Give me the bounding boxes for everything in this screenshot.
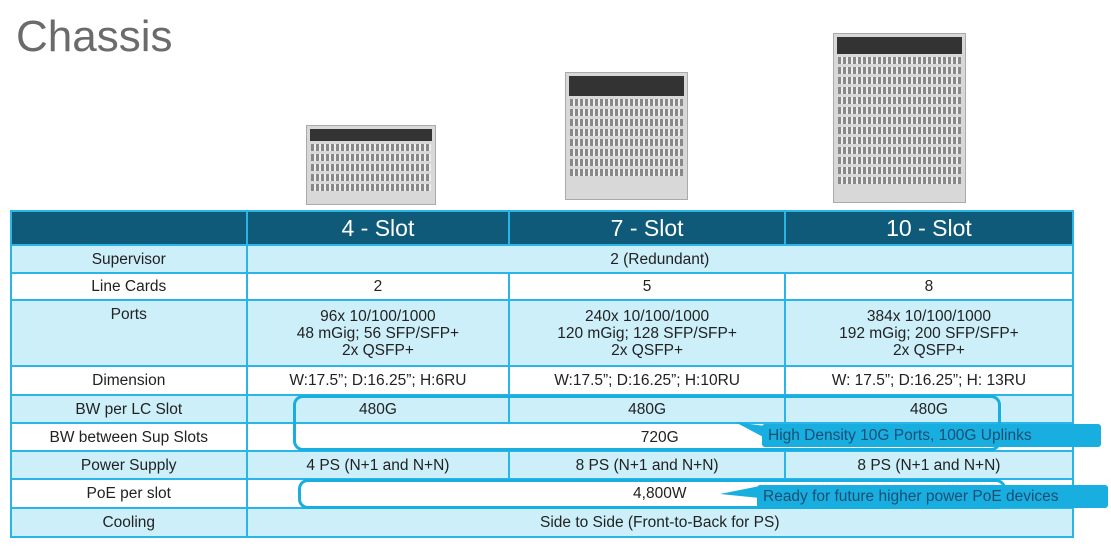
chassis-4-slot-image — [306, 125, 436, 205]
row-label: Dimension — [10, 365, 248, 396]
header-10-slot: 10 - Slot — [783, 210, 1075, 246]
callout-pointer — [720, 486, 760, 498]
cell: W:17.5”; D:16.25”; H:10RU — [508, 365, 786, 396]
cell: 8 — [783, 272, 1075, 301]
cell: 480G — [245, 394, 511, 424]
cell: 4 PS (N+1 and N+N) — [245, 450, 511, 480]
cell: 8 PS (N+1 and N+N) — [508, 450, 786, 480]
cell: Side to Side (Front-to-Back for PS) — [245, 507, 1074, 538]
cell: W: 17.5”; D:16.25”; H: 13RU — [783, 365, 1075, 396]
row-label: Line Cards — [10, 272, 248, 301]
cell: 2 (Redundant) — [245, 244, 1074, 274]
chassis-10-slot-image — [833, 33, 966, 203]
callout-poe: Ready for future higher power PoE device… — [757, 485, 1108, 508]
cell: 5 — [508, 272, 786, 301]
row-label: Power Supply — [10, 450, 248, 480]
row-label: BW per LC Slot — [10, 394, 248, 424]
row-label: BW between Sup Slots — [10, 422, 248, 452]
chassis-7-slot-image — [565, 72, 688, 200]
row-label: Ports — [10, 299, 248, 367]
row-label: Cooling — [10, 507, 248, 538]
callout-bandwidth: High Density 10G Ports, 100G Uplinks — [762, 424, 1101, 447]
cell: 8 PS (N+1 and N+N) — [783, 450, 1075, 480]
header-blank — [10, 210, 248, 246]
header-7-slot: 7 - Slot — [508, 210, 786, 246]
page-title: Chassis — [16, 12, 173, 61]
header-4-slot: 4 - Slot — [245, 210, 511, 246]
bandwidth-highlight-outline — [293, 395, 1001, 451]
cell: 2 — [245, 272, 511, 301]
cell: 480G — [783, 394, 1075, 424]
row-label: Supervisor — [10, 244, 248, 274]
callout-pointer — [735, 422, 765, 438]
row-label: PoE per slot — [10, 478, 248, 509]
cell: W:17.5”; D:16.25”; H:6RU — [245, 365, 511, 396]
